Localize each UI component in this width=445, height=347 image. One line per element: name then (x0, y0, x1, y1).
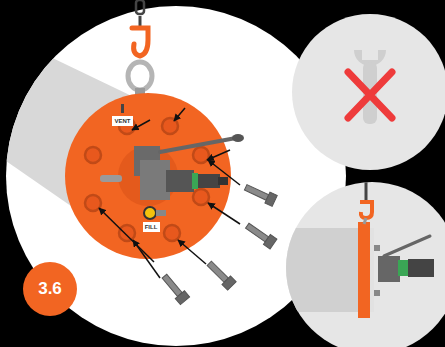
valve-label: VENT (112, 116, 133, 126)
no-tool-icon (292, 14, 445, 170)
label-text: FILL (145, 224, 158, 230)
step-number: 3.6 (23, 262, 77, 316)
bolt-holes (85, 118, 209, 241)
flange (65, 93, 231, 259)
label-text: 3.6 (38, 279, 62, 299)
side-view (280, 180, 445, 347)
leader-arrows (99, 108, 240, 278)
valve-assembly (100, 104, 244, 219)
label-text: VENT (114, 118, 130, 124)
lifting-hook (128, 0, 152, 96)
bolts (160, 182, 277, 305)
valve-label: FILL (143, 222, 160, 232)
